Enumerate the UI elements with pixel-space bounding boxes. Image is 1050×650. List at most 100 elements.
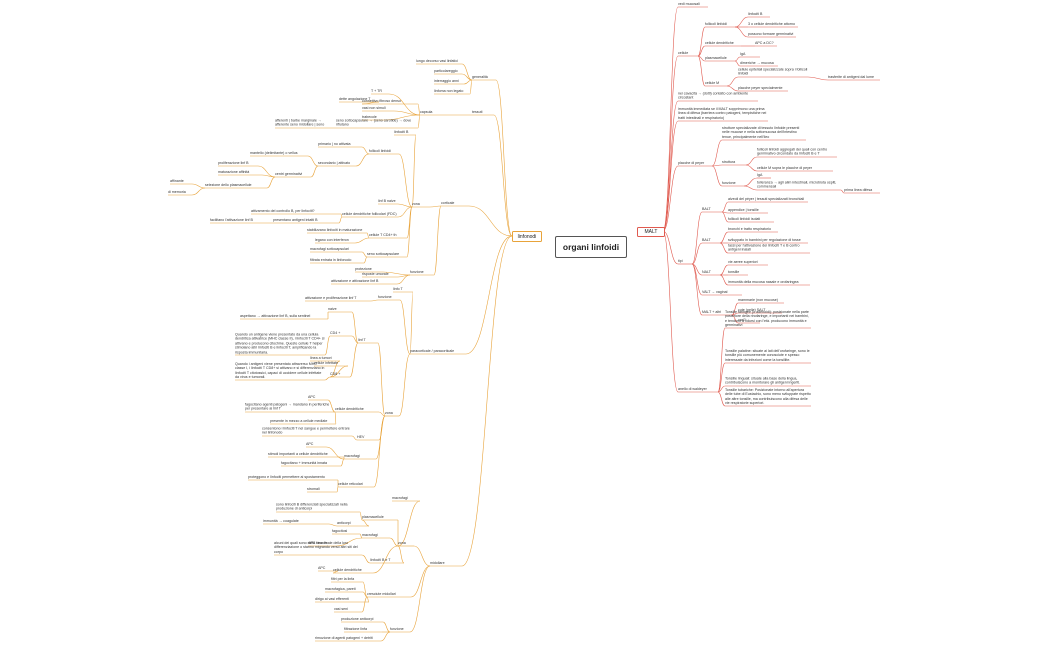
node-l4c3a[interactable]: consentono i linfociti T nel sangue e pe… bbox=[262, 426, 350, 435]
node-l5b1[interactable]: filtri per la linfa bbox=[331, 577, 355, 581]
node-r2c2[interactable]: dimeriche → mucosa bbox=[740, 61, 774, 65]
node-r6c2[interactable]: tonsille bbox=[728, 270, 740, 274]
node-l4c5a[interactable]: proteggono e linfociti permettere ai spo… bbox=[248, 475, 325, 479]
node-l5c2[interactable]: filtrazione linfa bbox=[344, 627, 367, 631]
node-l2a5a[interactable]: afferenti | barbe marginale → afferente … bbox=[275, 118, 325, 127]
node-l4a[interactable]: linfo T bbox=[393, 287, 403, 291]
node-l4c5b[interactable]: stromali bbox=[307, 487, 320, 491]
node-r6a[interactable]: BALT bbox=[702, 207, 711, 211]
node-r2a1[interactable]: linfociti B bbox=[748, 12, 763, 16]
node-l2a5[interactable]: seno sottocapsulare → (seno carotide) → … bbox=[336, 118, 412, 127]
node-l3[interactable]: corticale bbox=[441, 201, 455, 205]
node-l3b2[interactable]: risposte umorale bbox=[362, 272, 389, 276]
node-r6a1[interactable]: alveoli del pèyer | tessuti specializzat… bbox=[728, 197, 805, 201]
node-l3a5[interactable]: cellule T CD4+ th bbox=[369, 233, 397, 237]
node-l3a2b2c2[interactable]: di memoria bbox=[168, 190, 186, 194]
node-l2a3[interactable]: vasi non simuli bbox=[362, 106, 386, 110]
node-r6e[interactable]: MALT + altri bbox=[702, 310, 722, 314]
node-l4c2a[interactable]: APC bbox=[308, 395, 316, 399]
node-l2a2[interactable]: connettivo fibroso denso bbox=[362, 99, 401, 103]
node-r5[interactable]: placche di peyer bbox=[678, 161, 705, 165]
node-l5a2a[interactable]: sono linfociti B differenziati specializ… bbox=[276, 502, 348, 511]
node-r2d[interactable]: cellule M bbox=[705, 81, 720, 85]
node-l5b3[interactable]: dirigo ai vasi efferenti bbox=[315, 597, 349, 601]
node-l4c4b[interactable]: stimoli importanti a cellule dendritiche bbox=[268, 452, 328, 456]
node-l3a4[interactable]: cellule dendritiche follicolari (FDC) bbox=[342, 212, 397, 216]
node-l5a3b[interactable]: APC rimuov bbox=[308, 541, 328, 545]
node-l1d[interactable]: linfoma non legato bbox=[434, 89, 464, 93]
node-l4c1a[interactable]: naive bbox=[328, 307, 337, 311]
node-r4[interactable]: immunità immediata se il MALT sopprimono… bbox=[678, 107, 767, 120]
node-r2d1[interactable]: cellule epiteliali specializzate sopra i… bbox=[738, 67, 808, 76]
node-l3a2b2b[interactable]: maturazione affinità bbox=[218, 170, 250, 174]
node-l3a2b[interactable]: secondario | attivato bbox=[318, 161, 351, 165]
node-l3a2b2c[interactable]: selezione dello plasmacellule bbox=[205, 183, 252, 187]
node-l3a[interactable]: zona bbox=[412, 202, 420, 206]
node-l4c[interactable]: zona bbox=[385, 411, 393, 415]
node-l4b[interactable]: funzione bbox=[378, 295, 392, 299]
node-l4c2b[interactable]: fagocitano agenti patogeni → mandano in … bbox=[245, 402, 330, 411]
node-l3a6b[interactable]: filtrata entrata in linfonodo bbox=[310, 258, 352, 262]
node-l5a4a[interactable]: alcuni dei quali sono nella fase finale … bbox=[274, 541, 358, 554]
node-l3a4a[interactable]: attivamento del controllo B, per linfoci… bbox=[251, 209, 315, 213]
node-l5a5a[interactable]: APC bbox=[318, 566, 326, 570]
node-l5a2[interactable]: plasmacellule bbox=[362, 515, 384, 519]
node-r6e1[interactable]: mammarie (non mucose) bbox=[738, 298, 778, 302]
node-l4c2[interactable]: cellule dendritiche bbox=[335, 407, 364, 411]
node-l4c1c[interactable]: CD8 + bbox=[330, 372, 341, 376]
node-r6b3[interactable]: tassi per l'attivazione dei linfociti T … bbox=[728, 243, 800, 252]
node-r3[interactable]: nei cavacità → (dotti) contatto con ambi… bbox=[678, 91, 749, 100]
node-r2a[interactable]: follicoli linfoidi bbox=[705, 22, 727, 26]
node-r6d[interactable]: VALT → vaginal bbox=[702, 290, 728, 294]
node-r6c[interactable]: NALT bbox=[702, 270, 711, 274]
node-l5b4[interactable]: vasi seni bbox=[334, 607, 348, 611]
node-l3a2a[interactable]: primario | no attivata bbox=[318, 142, 351, 146]
node-l5b2[interactable]: macrofagica, pareti bbox=[325, 587, 356, 591]
node-r6e3[interactable]: vari? bbox=[738, 318, 746, 322]
node-l5c1[interactable]: produzione anticorpi bbox=[341, 617, 374, 621]
node-r6c1[interactable]: vie aeree superiori bbox=[728, 260, 758, 264]
node-r2a3[interactable]: possono formare germinativi bbox=[748, 32, 794, 36]
node-l2a2a[interactable]: dette angolazione T bbox=[339, 97, 371, 101]
node-l3a3[interactable]: linf B naive bbox=[378, 199, 396, 203]
node-l4c1b1[interactable]: Quando un antigene viene presentato da u… bbox=[235, 332, 325, 354]
node-r5c[interactable]: funzione bbox=[722, 181, 736, 185]
node-l3b[interactable]: funzione bbox=[410, 270, 424, 274]
node-l4c1b[interactable]: CD4 + bbox=[330, 331, 341, 335]
node-l3a5b[interactable]: legano con interferon bbox=[315, 238, 349, 242]
node-l5a4[interactable]: linfociti B e T bbox=[370, 558, 391, 562]
node-l5b[interactable]: cresciute midollari bbox=[367, 592, 396, 596]
node-r5c2[interactable]: tolleranza → agli alim intestinali, micr… bbox=[757, 180, 837, 189]
central-topic[interactable]: organi linfoidi bbox=[555, 236, 627, 258]
node-l5a3a[interactable]: fagocitosi bbox=[332, 529, 348, 533]
node-r2d1a[interactable]: trasferite di antigeni dal lume bbox=[828, 75, 874, 79]
node-r5c1[interactable]: IgA bbox=[757, 173, 763, 177]
node-r6b1[interactable]: bronchi e tratto respiratorio bbox=[728, 227, 771, 231]
node-l4c4a[interactable]: APC bbox=[306, 442, 314, 446]
node-l1[interactable]: generalità bbox=[472, 75, 488, 79]
node-l2a[interactable]: capsula bbox=[420, 110, 433, 114]
node-l3a2b2c1[interactable]: affinante bbox=[170, 179, 184, 183]
node-l2a1[interactable]: T + TR bbox=[371, 89, 382, 93]
node-l3a2b1[interactable]: mantello (delimitante) o vellus bbox=[250, 151, 298, 155]
node-l3a6[interactable]: seno sottocapsulare bbox=[367, 252, 400, 256]
node-l4c1c3[interactable]: Quando i antigeni viene presentato attra… bbox=[235, 361, 325, 379]
node-r6e2[interactable]: cute (pelle) SALT bbox=[738, 308, 766, 312]
node-l2[interactable]: tessuti bbox=[472, 110, 483, 114]
node-r7b[interactable]: Tonsille palatine: situate ai lati dell'… bbox=[725, 349, 810, 362]
node-l4b1[interactable]: attivazione e proliferazione linf T bbox=[305, 296, 357, 300]
node-l5a2b1[interactable]: immunità → coagulate bbox=[263, 519, 299, 523]
node-l5a1[interactable]: macrofagi bbox=[392, 496, 408, 500]
node-l2a4[interactable]: trabecole bbox=[362, 115, 377, 119]
node-l4c1c2[interactable]: cellule infettate bbox=[314, 361, 338, 365]
node-l3a1[interactable]: linfociti B bbox=[394, 130, 409, 134]
node-r7c[interactable]: Tonsille linguali: situate alla base del… bbox=[725, 376, 801, 385]
node-l5c3[interactable]: rimozione di agenti patogeni + detriti bbox=[315, 636, 373, 640]
node-l4c1[interactable]: linf T bbox=[358, 338, 366, 342]
branch-malt[interactable]: MALT bbox=[637, 227, 665, 237]
node-r5b2[interactable]: cellule M sopra le placche di peyer bbox=[757, 166, 813, 170]
node-r7a[interactable]: Tonsille faringee (o adenoidi): posizion… bbox=[725, 309, 809, 327]
branch-linfonodi[interactable]: linfonodi bbox=[512, 231, 542, 242]
node-r6[interactable]: tipi bbox=[678, 259, 683, 263]
node-r2b[interactable]: cellule dendritiche bbox=[705, 41, 734, 45]
